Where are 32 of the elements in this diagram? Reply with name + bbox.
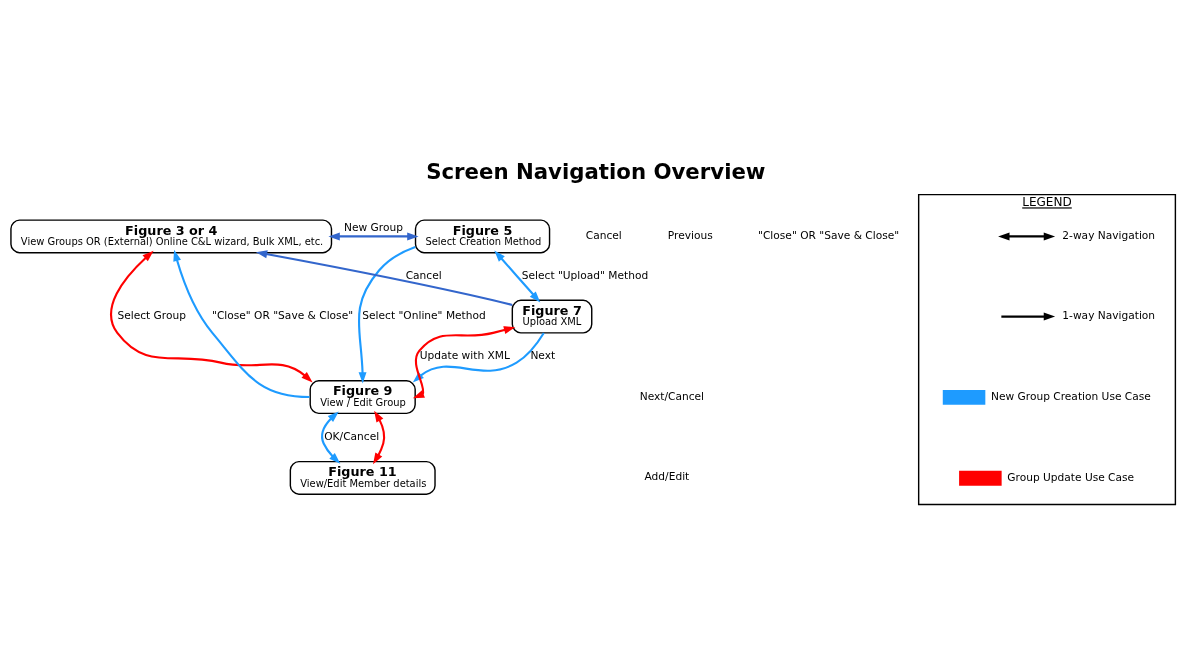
label: Next/Cancel xyxy=(639,389,705,403)
label: Cancel xyxy=(585,228,622,242)
node-box: Figure 5 Select Creation Method xyxy=(414,218,551,253)
arrow xyxy=(328,231,419,240)
legend-label: 1-way Navigation xyxy=(1062,308,1156,322)
arrow xyxy=(110,250,313,383)
arrow xyxy=(373,410,386,464)
edge-label: "Close" OR "Save & Close" xyxy=(212,308,354,322)
label: "Close" OR "Save & Close" xyxy=(758,228,900,242)
node-box: Figure 3 or 4 View Groups OR (External) Online C&L wizard, Bulk XML, etc. xyxy=(10,218,333,253)
node-box: Figure 7 Upload XML xyxy=(511,299,593,334)
arrow xyxy=(494,249,541,303)
node-box: Figure 11 View/Edit Member details xyxy=(289,460,436,495)
arrow xyxy=(357,245,416,384)
edge-label: Select "Upload" Method xyxy=(521,268,649,282)
edge-label: New Group xyxy=(344,220,403,234)
arrow xyxy=(321,410,341,464)
legend-label: 2-way Navigation xyxy=(1062,228,1156,242)
edge-label: OK/Cancel xyxy=(324,429,380,443)
edge-label: Update with XML xyxy=(419,348,510,362)
arrow xyxy=(255,249,513,306)
edge-label: Cancel xyxy=(405,268,442,282)
edge-label: Next xyxy=(530,348,556,362)
node-box: Figure 9 View / Edit Group xyxy=(309,379,416,414)
legend-label: Group Update Use Case xyxy=(1007,470,1135,484)
edge-label: Select Group xyxy=(117,308,186,322)
arrow xyxy=(173,249,310,398)
edge-label: Select "Online" Method xyxy=(362,308,486,322)
diagram-title: Screen Navigation Overview xyxy=(426,158,766,184)
label: Add/Edit xyxy=(644,469,690,483)
legend-label: New Group Creation Use Case xyxy=(991,389,1151,403)
label: Previous xyxy=(667,228,713,242)
